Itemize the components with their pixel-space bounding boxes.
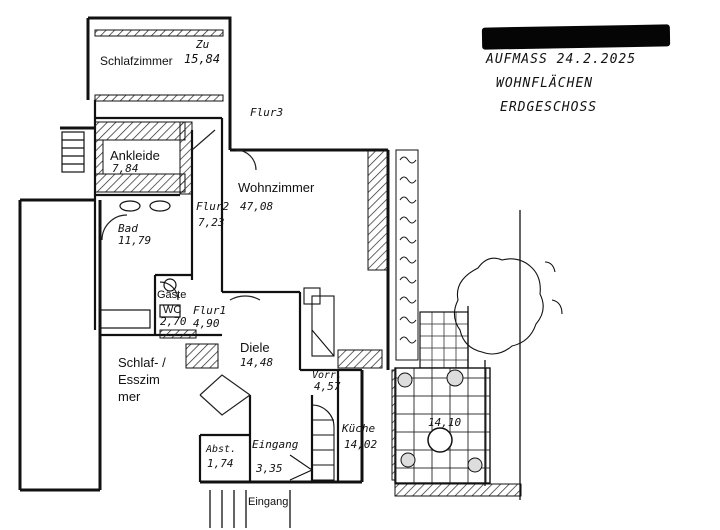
- area-terrace: 14,10: [428, 416, 461, 429]
- label-vorr: Vorr.: [312, 370, 342, 381]
- label-wohnzimmer: Wohnzimmer: [238, 180, 315, 195]
- note-zu: Zu: [195, 38, 210, 51]
- label-flur3: Flur3: [250, 106, 283, 119]
- label-flur2: Flur2: [196, 200, 229, 213]
- area-flur2: 7,23: [198, 216, 225, 229]
- boundary-lines: [467, 210, 521, 500]
- label-schlafzimmer: Schlafzimmer: [100, 54, 173, 68]
- area-vorr: 4,57: [314, 380, 341, 393]
- label-gaeste: Gäste: [157, 289, 186, 301]
- hedge: [395, 149, 419, 361]
- area-diele: 14,48: [240, 356, 273, 369]
- label-schlaf-1: Schlaf- /: [118, 355, 166, 370]
- label-schlaf-2: Esszim: [118, 372, 160, 387]
- chimney: [367, 149, 389, 271]
- note-wohnflaechen: WOHNFLÄCHEN: [496, 76, 594, 91]
- entrance-steps: [209, 490, 291, 528]
- area-eingang: 3,35: [255, 462, 283, 475]
- label-kueche: Küche: [341, 422, 375, 435]
- terrace: [394, 311, 522, 497]
- area-flur1: 4,90: [193, 317, 220, 330]
- tree-outline: [453, 257, 563, 355]
- label-bad: Bad: [118, 222, 138, 235]
- area-schlafzimmer: 15,84: [184, 52, 220, 66]
- area-wohnzimmer: 47,08: [240, 200, 273, 213]
- label-schlaf-3: mer: [118, 389, 141, 404]
- left-steps: [61, 131, 85, 173]
- note-erdgeschoss: ERDGESCHOSS: [500, 100, 598, 115]
- label-wc: WC: [163, 304, 181, 316]
- area-kueche: 14,02: [344, 438, 377, 451]
- bathroom-fixtures: [99, 200, 181, 329]
- note-aufmass: AUFMASS 24.2.2025: [486, 52, 637, 67]
- area-abst: 1,74: [207, 457, 234, 470]
- label-ankleide: Ankleide: [110, 148, 160, 163]
- redacted-block: [481, 24, 671, 50]
- area-ankleide: 7,84: [112, 162, 139, 175]
- label-eingang-inner: Eingang: [252, 438, 299, 451]
- label-diele: Diele: [240, 340, 270, 355]
- stair: [289, 287, 335, 481]
- area-wc: 2,70: [160, 315, 187, 328]
- door-swings: [101, 129, 261, 416]
- label-abst: Abst.: [205, 444, 236, 455]
- area-bad: 11,79: [118, 234, 151, 247]
- label-flur1: Flur1: [193, 304, 226, 317]
- label-eingang-outer: Eingang: [248, 496, 288, 508]
